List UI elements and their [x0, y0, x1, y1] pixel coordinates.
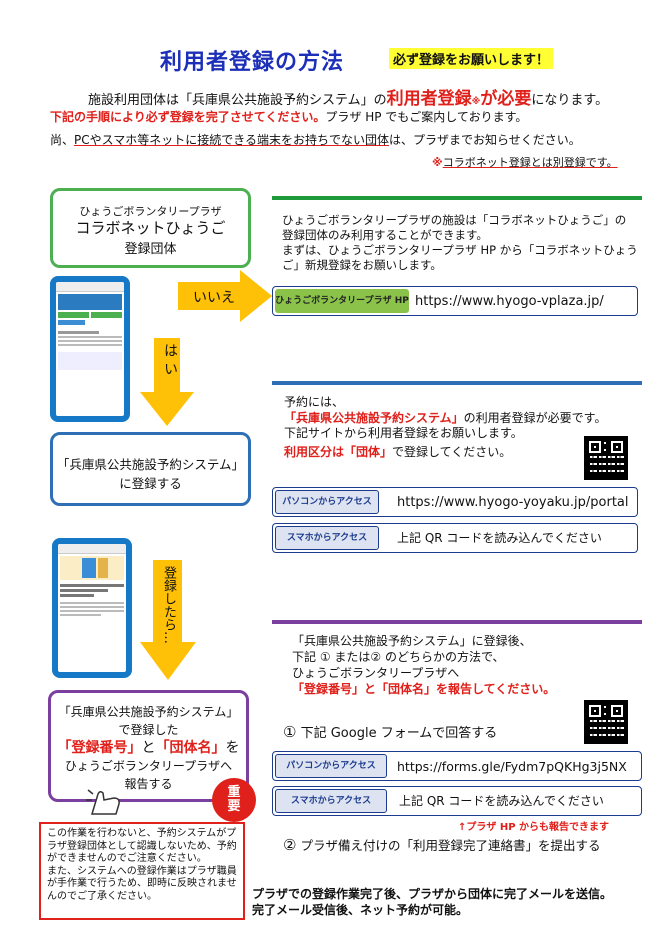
instruction-red: 下記の手順により必ず登録を完了させてください。: [50, 110, 326, 124]
form-sp-box: スマホからアクセス 上記 QR コードを読み込んでください: [272, 786, 642, 816]
no-label: いいえ: [193, 290, 235, 306]
instruction-rest: プラザ HP でもご案内しております。: [325, 110, 528, 124]
s2-line4-rest: で登録してください。: [392, 444, 512, 459]
must-register-badge: 必ず登録をお願いします！: [389, 48, 554, 69]
section1-text: ひょうごボランタリープラザの施設は「コラボネットひょうご」の 登録団体のみ利用す…: [282, 213, 638, 273]
option2-text: プラザ備え付けの「利用登録完了連絡書」を提出する: [300, 838, 601, 853]
google-form-qr-code[interactable]: [584, 700, 628, 744]
footer-line1: プラザでの登録作業完了後、プラザから団体に完了メールを送信。: [252, 887, 613, 901]
pc-access-tag: パソコンからアクセス: [275, 490, 379, 514]
purple-box-line1: 「兵庫県公共施設予約システム」: [58, 705, 239, 719]
form-pc-access-tag: パソコンからアクセス: [275, 754, 387, 778]
vplaza-url[interactable]: https://www.hyogo-vplaza.jp/: [415, 294, 604, 309]
warning-p2: また、システムへの登録作業はプラザ職員が手作業で行うため、即時に反映されませんの…: [47, 865, 237, 902]
s3-line2: 下記 ① または② のどちらかの方法で、: [292, 650, 505, 664]
section3-text: 「兵庫県公共施設予約システム」に登録後、 下記 ① または② のどちらかの方法で…: [292, 633, 555, 697]
intro-need: が必要: [480, 89, 532, 109]
blue-box-line2: に登録する: [119, 476, 182, 491]
purple-box-line4: ひょうごボランタリープラザへ: [64, 759, 233, 773]
intro-sub: ※: [471, 97, 481, 107]
purple-box-line5: 報告する: [124, 777, 173, 791]
instruction-line: 下記の手順により必ず登録を完了させてください。プラザ HP でもご案内しておりま…: [50, 108, 527, 125]
s1-line2: 登録団体のみ利用することができます。: [282, 228, 488, 242]
google-form-url[interactable]: https://forms.gle/Fydm7pQKHg3j5NX: [397, 759, 627, 774]
footer-text: プラザでの登録作業完了後、プラザから団体に完了メールを送信。 完了メール受信後、…: [252, 886, 612, 918]
form-sp-qr-instruction: 上記 QR コードを読み込んでください: [399, 794, 604, 808]
yoyaku-qr-code[interactable]: [584, 436, 628, 480]
s2-group-category: 利用区分は「団体」: [284, 444, 393, 459]
section3-divider: [272, 620, 642, 624]
yoyaku-url[interactable]: https://www.hyogo-yoyaku.jp/portal: [397, 495, 629, 510]
s2-line1: 予約には、: [284, 395, 345, 409]
pointing-hand-icon: [86, 789, 120, 815]
yoyaku-sp-box: スマホからアクセス 上記 QR コードを読み込んでください: [272, 523, 638, 553]
important-badge-text: 重要: [227, 785, 241, 814]
purple-box-line3: 「登録番号」と「団体名」を: [51, 739, 246, 757]
note-line: ※コラボネット登録とは別登録です。: [432, 154, 618, 170]
s1-line3: まずは、ひょうごボランタリープラザ HP から「コラボネットひょう: [282, 243, 638, 257]
s1-line4: ご」新規登録をお願いします。: [282, 258, 442, 272]
footer-line2: 完了メール受信後、ネット予約が可能。: [252, 903, 469, 917]
yes-label: は い: [162, 343, 178, 376]
sp-qr-instruction: 上記 QR コードを読み込んでください: [397, 531, 602, 545]
option2-row: ② プラザ備え付けの「利用登録完了連絡書」を提出する: [283, 835, 600, 854]
vplaza-link-box[interactable]: ひょうごボランタリープラザ HP https://www.hyogo-vplaz…: [272, 286, 638, 316]
warning-box: この作業を行わないと、予約システムがプラザ登録団体として認識しないため、予約がで…: [39, 822, 245, 920]
s2-system-name: 「兵庫県公共施設予約システム」: [284, 410, 464, 425]
registration-number-label: 「登録番号」: [57, 740, 142, 756]
group-name-label: 「団体名」: [155, 740, 226, 756]
after-register-label: 登録したら…: [161, 566, 176, 644]
note-text: コラボネット登録とは別登録です。: [442, 156, 618, 169]
sp-access-tag: スマホからアクセス: [275, 526, 379, 550]
s3-line1: 「兵庫県公共施設予約システム」に登録後、: [292, 634, 532, 648]
important-badge: 重要: [212, 778, 256, 822]
yoyaku-pc-link-box[interactable]: パソコンからアクセス https://www.hyogo-yoyaku.jp/p…: [272, 487, 638, 517]
page-title: 利用者登録の方法: [160, 50, 345, 75]
intro-post: になります。: [531, 93, 609, 108]
form-sp-access-tag: スマホからアクセス: [275, 789, 387, 813]
yes-arrow-icon: [140, 338, 194, 426]
report-box: 「兵庫県公共施設予約システム」 で登録した 「登録番号」と「団体名」を ひょうご…: [48, 690, 249, 802]
intro-line: 施設利用団体は「兵庫県公共施設予約システム」の利用者登録※が必要になります。: [88, 84, 608, 109]
s3-report-instruction: 「登録番号」と「団体名」を報告してください。: [292, 682, 556, 696]
no-arrow-icon: [178, 270, 272, 322]
no-device-pre: 尚、: [50, 133, 75, 147]
no-device-post: は、プラザまでお知らせください。: [389, 133, 581, 147]
option2-number: ②: [283, 836, 297, 854]
s1-line1: ひょうごボランタリープラザの施設は「コラボネットひょうご」の: [282, 213, 627, 227]
option1-row: ① 下記 Google フォームで回答する: [283, 722, 497, 741]
phone-screenshot-vplaza: [50, 276, 130, 422]
section1-divider: [272, 196, 642, 200]
purple-box-line2: で登録した: [118, 723, 179, 737]
no-device-line: 尚、PCやスマホ等ネットに接続できる端末をお持ちでない団体は、プラザまでお知らせ…: [50, 131, 581, 148]
after-register-arrow-icon: [140, 560, 196, 680]
intro-big: 利用者登録: [386, 89, 472, 109]
plaza-hp-note: ↑プラザ HP からも報告できます: [458, 822, 610, 833]
section2-divider: [272, 381, 642, 385]
option1-text: 下記 Google フォームで回答する: [300, 726, 498, 741]
s2-line2-rest: の利用者登録が必要です。: [463, 410, 607, 425]
blue-box-line1: 「兵庫県公共施設予約システム」: [56, 457, 245, 472]
vplaza-hp-tag: ひょうごボランタリープラザ HP: [275, 289, 409, 313]
register-system-box: 「兵庫県公共施設予約システム」 に登録する: [50, 432, 251, 506]
purple-and: と: [141, 740, 156, 756]
purple-wo: を: [225, 740, 240, 756]
phone-screenshot-form: [52, 538, 132, 678]
s2-line3: 下記サイトから利用者登録をお願いします。: [284, 426, 523, 440]
warning-p1: この作業を行わないと、予約システムがプラザ登録団体として認識しないため、予約がで…: [47, 828, 237, 864]
s3-line3: ひょうごボランタリープラザへ: [292, 666, 460, 680]
option1-number: ①: [283, 723, 297, 741]
note-mark: ※: [432, 156, 443, 169]
intro-pre: 施設利用団体は「兵庫県公共施設予約システム」の: [88, 93, 387, 108]
section2-text: 予約には、 「兵庫県公共施設予約システム」の利用者登録が必要です。 下記サイトか…: [284, 395, 606, 460]
no-device-underlined: PCやスマホ等ネットに接続できる端末をお持ちでない団体: [74, 133, 390, 147]
green-box-small: ひょうごボランタリープラザ: [79, 205, 222, 218]
form-pc-link-box[interactable]: パソコンからアクセス https://forms.gle/Fydm7pQKHg3…: [272, 751, 642, 781]
collabo-member-box: ひょうごボランタリープラザ コラボネットひょうご 登録団体: [50, 188, 251, 268]
green-box-large2: 登録団体: [124, 242, 177, 257]
green-box-large1: コラボネットひょうご: [75, 219, 226, 237]
